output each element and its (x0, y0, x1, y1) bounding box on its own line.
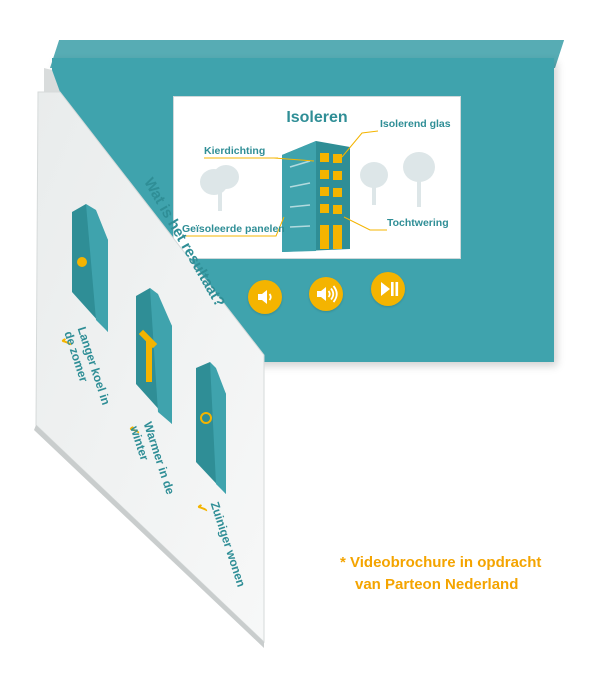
tree-icon (360, 152, 435, 207)
label-isolerend-glas: Isolerend glas (380, 118, 451, 130)
volume-down-button[interactable] (248, 280, 282, 314)
label-tochtwering: Tochtwering (387, 217, 449, 229)
building-icon (72, 204, 108, 332)
volume-up-button[interactable] (309, 277, 343, 311)
speaker-low-icon (258, 290, 272, 304)
caption-line-2: van Parteon Nederland (355, 576, 519, 593)
screen-illustration (182, 130, 435, 252)
speaker-high-icon (317, 285, 338, 303)
tree-icon (200, 165, 239, 211)
caption: * Videobrochure in opdracht van Parteon … (340, 552, 600, 596)
label-kierdichting: Kierdichting (204, 145, 266, 157)
caption-line-1: * Videobrochure in opdracht (340, 554, 542, 571)
play-pause-icon (381, 282, 399, 296)
building-icon (136, 288, 172, 424)
video-screen: Isoleren Kierdichting Isolerend glas Geï… (173, 96, 461, 259)
play-pause-button[interactable] (371, 272, 405, 306)
screen-title: Isoleren (286, 109, 348, 126)
building-icon (196, 362, 226, 494)
label-geisoleerde-panelen: Geïsoleerde panelen (182, 223, 285, 235)
building-icon (282, 141, 350, 252)
